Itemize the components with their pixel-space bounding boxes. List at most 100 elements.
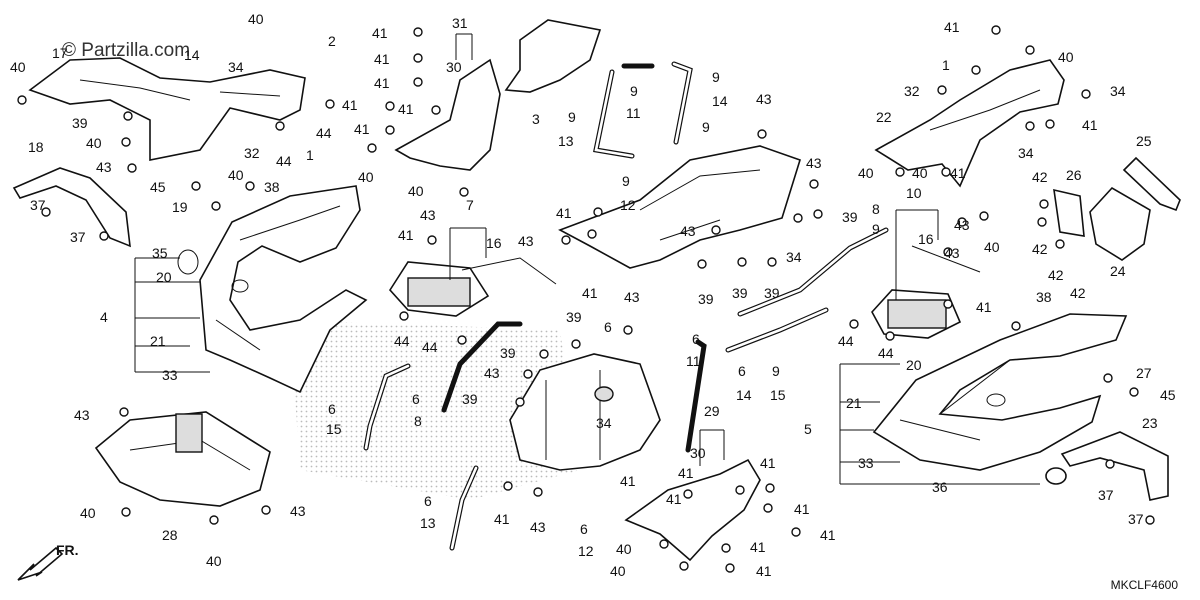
callout-40: 40 (86, 135, 102, 151)
fastener-14 (385, 101, 395, 111)
watermark: © Partzilla.com (62, 40, 191, 61)
part-7-grille-box (388, 261, 490, 317)
callout-6: 6 (692, 331, 700, 347)
callout-34: 34 (1110, 83, 1126, 99)
part-5-right-side-cowl (872, 313, 1128, 485)
callout-1: 1 (942, 57, 950, 73)
fastener-53 (991, 25, 1001, 35)
callout-6: 6 (604, 319, 612, 335)
fastener-1 (41, 207, 51, 217)
fastener-11 (413, 27, 423, 37)
fastener-20 (399, 311, 409, 321)
callout-9: 9 (702, 119, 710, 135)
part-26-plate (1053, 188, 1085, 237)
fastener-67 (943, 247, 953, 257)
callout-41: 41 (944, 19, 960, 35)
callout-30: 30 (690, 445, 706, 461)
fastener-65 (1037, 217, 1047, 227)
fastener-34 (623, 325, 633, 335)
callout-29: 29 (704, 403, 720, 419)
fastener-46 (721, 543, 731, 553)
fastener-42 (765, 483, 775, 493)
callout-39: 39 (462, 391, 478, 407)
callout-18: 18 (28, 139, 44, 155)
callout-44: 44 (878, 345, 894, 361)
callout-25: 25 (1136, 133, 1152, 149)
part-3-cover (504, 19, 602, 93)
callout-9: 9 (568, 109, 576, 125)
callout-12: 12 (578, 543, 594, 559)
callout-40: 40 (610, 563, 626, 579)
fastener-45 (659, 539, 669, 549)
callout-6: 6 (424, 493, 432, 509)
pipe-16-left (461, 257, 557, 285)
callout-34: 34 (228, 59, 244, 75)
fastener-75 (1145, 515, 1155, 525)
callout-40: 40 (206, 553, 222, 569)
callout-41: 41 (678, 465, 694, 481)
callout-41: 41 (556, 205, 572, 221)
callout-2: 2 (328, 33, 336, 49)
callout-21: 21 (846, 395, 862, 411)
callout-43: 43 (944, 245, 960, 261)
callout-41: 41 (374, 75, 390, 91)
fastener-50 (121, 507, 131, 517)
part-18-bracket (12, 167, 131, 248)
callout-20: 20 (906, 357, 922, 373)
callout-36: 36 (932, 479, 948, 495)
fastener-4 (121, 137, 131, 147)
callout-41: 41 (794, 501, 810, 517)
callout-44: 44 (394, 333, 410, 349)
callout-41: 41 (750, 539, 766, 555)
callout-9: 9 (772, 363, 780, 379)
callout-41: 41 (760, 455, 776, 471)
fastener-32 (813, 209, 823, 219)
direction-label: FR. (56, 542, 79, 558)
callout-39: 39 (698, 291, 714, 307)
callout-43: 43 (624, 289, 640, 305)
callout-41: 41 (342, 97, 358, 113)
callout-41: 41 (372, 25, 388, 41)
callout-41: 41 (582, 285, 598, 301)
fastener-31 (793, 213, 803, 223)
callout-43: 43 (518, 233, 534, 249)
pipes-upper (593, 61, 693, 159)
fastener-37 (515, 397, 525, 407)
callout-44: 44 (422, 339, 438, 355)
callout-10: 10 (906, 185, 922, 201)
callout-39: 39 (764, 285, 780, 301)
callout-37: 37 (1098, 487, 1114, 503)
fastener-69 (1011, 321, 1021, 331)
fastener-10 (325, 99, 335, 109)
fastener-27 (587, 229, 597, 239)
callout-23: 23 (1142, 415, 1158, 431)
part-9-center-frame (558, 145, 801, 269)
callout-34: 34 (1018, 145, 1034, 161)
callout-43: 43 (74, 407, 90, 423)
part-31-inner-panel (394, 58, 501, 171)
callout-8: 8 (872, 201, 880, 217)
callout-40: 40 (228, 167, 244, 183)
watermark-logo-shading (290, 320, 580, 500)
fastener-26 (809, 179, 819, 189)
callout-5: 5 (804, 421, 812, 437)
callout-34: 34 (596, 415, 612, 431)
part-17-inner-fairing (28, 57, 306, 161)
callout-41: 41 (398, 101, 414, 117)
callout-43: 43 (290, 503, 306, 519)
callout-9: 9 (872, 221, 880, 237)
fastener-29 (737, 257, 747, 267)
part-4-left-side-cowl (177, 185, 368, 394)
callout-6: 6 (580, 521, 588, 537)
callout-12: 12 (620, 197, 636, 213)
callout-43: 43 (954, 217, 970, 233)
fastener-25 (757, 129, 767, 139)
callout-7: 7 (466, 197, 474, 213)
pipe-6-14 (685, 339, 707, 453)
pipe-16-right (911, 245, 981, 273)
fastener-62 (979, 211, 989, 221)
leader-lines (134, 33, 1040, 485)
callout-38: 38 (1036, 289, 1052, 305)
